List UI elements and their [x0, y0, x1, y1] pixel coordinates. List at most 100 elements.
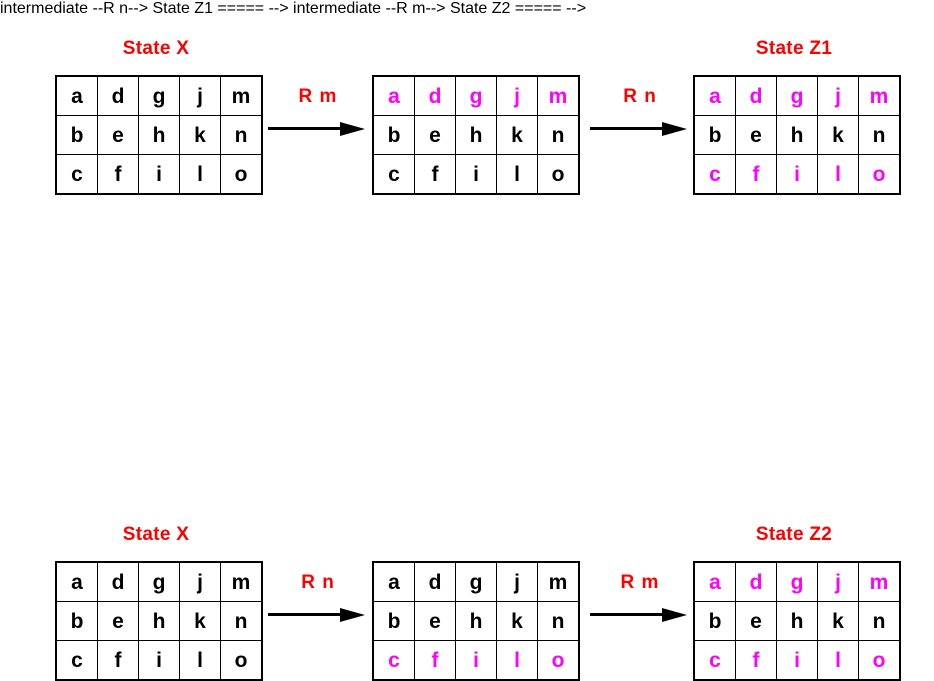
table-row: c f i l o: [372, 154, 580, 195]
cell: g: [138, 561, 180, 602]
cell: g: [138, 75, 180, 116]
transition-label: R m: [620, 572, 660, 593]
cell: j: [496, 561, 538, 602]
cell: j: [817, 75, 859, 116]
cell: n: [858, 601, 901, 641]
table-row: c f i l o: [55, 154, 263, 195]
table-row: b e h k n: [55, 601, 263, 641]
cell: e: [97, 115, 139, 155]
cell: o: [858, 154, 901, 195]
table-row: b e h k n: [693, 601, 901, 641]
cell: c: [55, 640, 98, 681]
cell: g: [455, 561, 497, 602]
cell: i: [455, 154, 497, 195]
table-row: b e h k n: [372, 115, 580, 155]
state-z2-title: State Z2: [755, 524, 833, 545]
transformation-path-bottom: State X a d g j m b e h k n c f i l o: [0, 243, 934, 681]
cell: j: [179, 561, 221, 602]
cell: c: [372, 154, 415, 195]
grid-state-x-top: a d g j m b e h k n c f i l o: [55, 75, 263, 195]
cell: j: [179, 75, 221, 116]
transition-label: R m: [298, 86, 338, 107]
cell: d: [97, 75, 139, 116]
transition-label: R n: [623, 86, 657, 107]
cell: k: [179, 601, 221, 641]
arrow-right-icon: [590, 122, 687, 136]
cell: l: [496, 640, 538, 681]
cell: e: [414, 601, 456, 641]
cell: c: [372, 640, 415, 681]
cell: f: [414, 640, 456, 681]
transition-label: R n: [301, 572, 335, 593]
state-x-top-title: State X: [122, 38, 190, 59]
cell: h: [776, 601, 818, 641]
table-row: a d g j m: [693, 561, 901, 602]
arrow-right-icon: [590, 608, 687, 622]
table-row: a d g j m: [55, 75, 263, 116]
cell: m: [220, 75, 263, 116]
table-row: a d g j m: [55, 561, 263, 602]
cell: a: [372, 561, 415, 602]
state-x-bottom-title: State X: [122, 524, 190, 545]
cell: i: [776, 640, 818, 681]
cell: l: [817, 154, 859, 195]
cell: d: [735, 75, 777, 116]
grid-state-x-bottom: a d g j m b e h k n c f i l o: [55, 561, 263, 681]
cell: b: [372, 601, 415, 641]
cell: a: [55, 561, 98, 602]
table-row: a d g j m: [372, 561, 580, 602]
cell: a: [372, 75, 415, 116]
transition-rm-top: R m: [268, 86, 368, 136]
table-row: c f i l o: [693, 640, 901, 681]
cell: l: [179, 154, 221, 195]
transition-rm-bottom: R m: [590, 572, 690, 622]
cell: m: [220, 561, 263, 602]
cell: k: [817, 115, 859, 155]
cell: k: [496, 601, 538, 641]
cell: n: [537, 115, 580, 155]
cell: h: [455, 115, 497, 155]
cell: i: [455, 640, 497, 681]
arrow-right-icon: [268, 122, 365, 136]
table-row: a d g j m: [372, 75, 580, 116]
cell: b: [55, 601, 98, 641]
cell: n: [537, 601, 580, 641]
cell: e: [414, 115, 456, 155]
cell: g: [776, 561, 818, 602]
cell: n: [858, 115, 901, 155]
cell: m: [858, 75, 901, 116]
cell: b: [55, 115, 98, 155]
cell: k: [817, 601, 859, 641]
state-z1-title: State Z1: [755, 38, 833, 59]
cell: l: [817, 640, 859, 681]
cell: k: [179, 115, 221, 155]
cell: l: [179, 640, 221, 681]
cell: f: [97, 640, 139, 681]
cell: i: [138, 640, 180, 681]
table-row: a d g j m: [693, 75, 901, 116]
cell: h: [776, 115, 818, 155]
cell: e: [735, 115, 777, 155]
cell: i: [138, 154, 180, 195]
grid-state-z2: a d g j m b e h k n c f i l o: [693, 561, 901, 681]
cell: o: [220, 154, 263, 195]
cell: d: [735, 561, 777, 602]
cell: f: [97, 154, 139, 195]
cell: o: [220, 640, 263, 681]
transformation-path-top: State X a d g j m b e h k n c f i l o: [0, 0, 934, 240]
cell: o: [537, 640, 580, 681]
cell: k: [496, 115, 538, 155]
cell: o: [537, 154, 580, 195]
cell: n: [220, 115, 263, 155]
cell: f: [414, 154, 456, 195]
cell: a: [55, 75, 98, 116]
cell: m: [858, 561, 901, 602]
cell: h: [455, 601, 497, 641]
cell: f: [735, 640, 777, 681]
table-row: c f i l o: [55, 640, 263, 681]
cell: m: [537, 561, 580, 602]
cell: d: [414, 561, 456, 602]
cell: e: [97, 601, 139, 641]
table-row: b e h k n: [693, 115, 901, 155]
cell: l: [496, 154, 538, 195]
